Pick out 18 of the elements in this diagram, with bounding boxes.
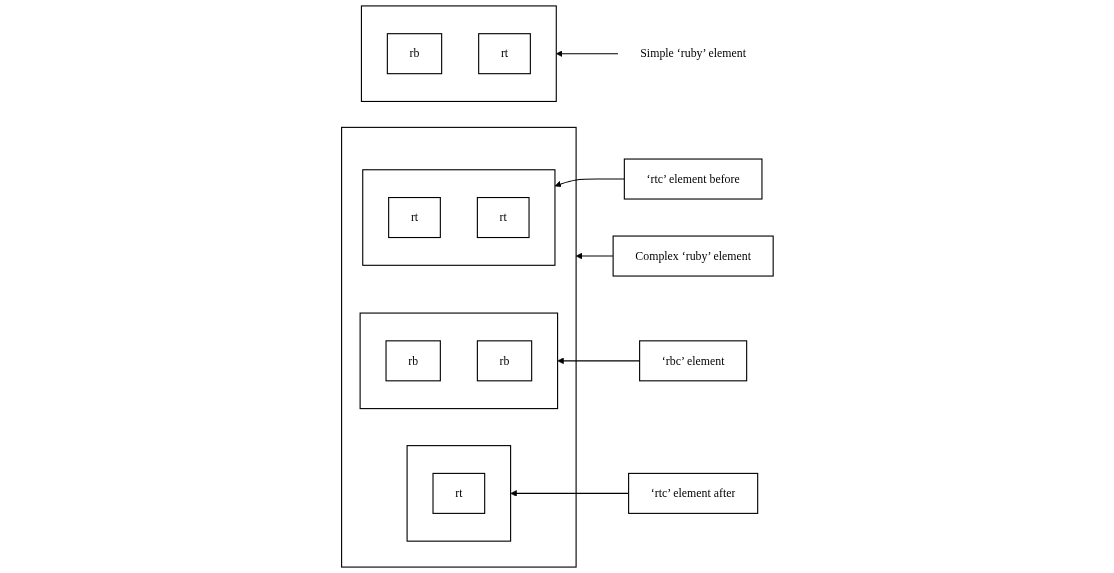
node-box: rt xyxy=(432,472,485,514)
node-box: Complex ‘ruby’ element xyxy=(612,235,774,277)
node-box: ‘rtc’ element before xyxy=(623,158,763,200)
node-box: rb xyxy=(386,33,442,75)
cluster xyxy=(406,445,511,542)
node-box: rb xyxy=(385,340,441,382)
cluster xyxy=(359,312,558,410)
node-text: Simple ‘ruby’ element xyxy=(639,47,746,60)
node-box: ‘rbc’ element xyxy=(638,340,747,382)
node-box: rt xyxy=(476,197,530,239)
cluster xyxy=(361,169,556,266)
cluster xyxy=(360,5,557,102)
arrow xyxy=(555,50,619,57)
node-box: rb xyxy=(476,340,532,382)
node-box: ‘rtc’ element after xyxy=(627,472,758,514)
node-box: rt xyxy=(477,33,531,75)
cluster xyxy=(340,126,577,568)
node-box: rt xyxy=(387,197,441,239)
